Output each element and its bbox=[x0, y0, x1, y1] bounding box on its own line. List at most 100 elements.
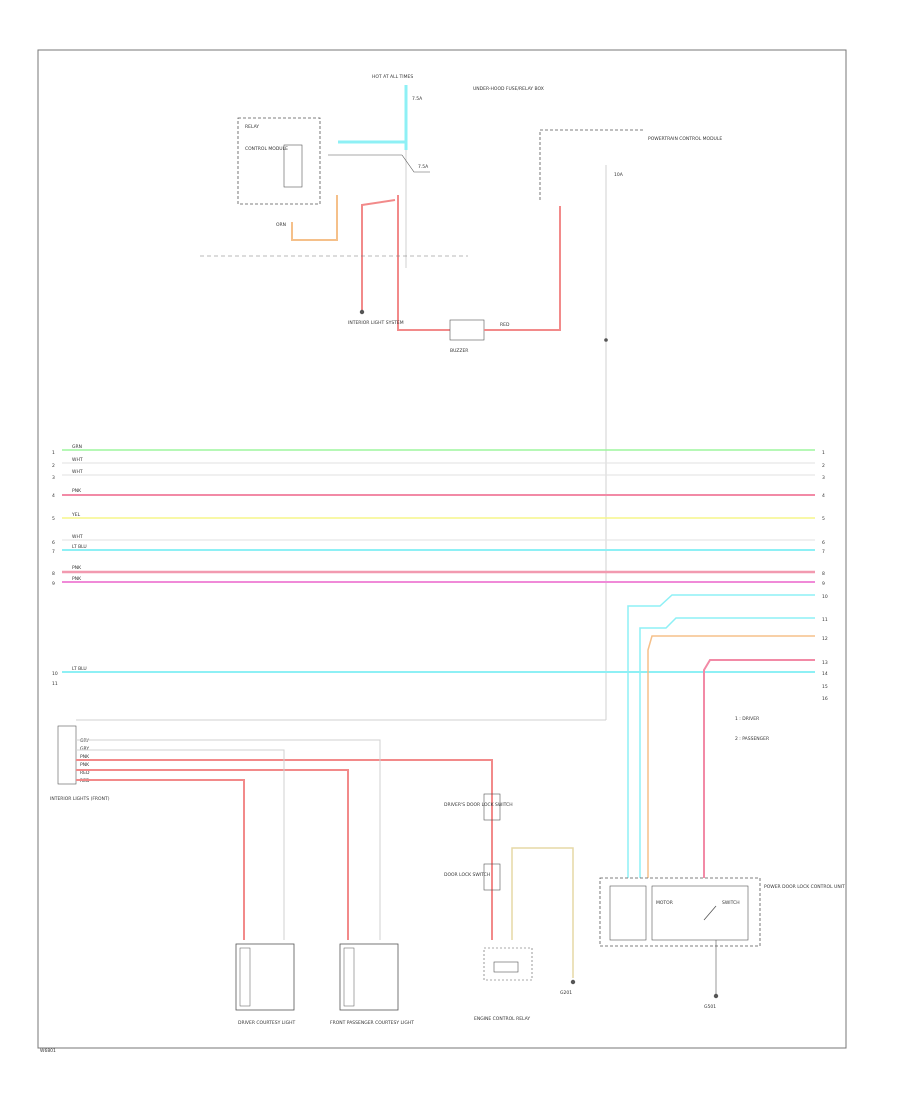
bus-right-number: 6 bbox=[822, 540, 825, 546]
mid-lamp-body bbox=[339, 943, 399, 1011]
contact-switch bbox=[401, 154, 430, 173]
module-right-inner-a bbox=[609, 885, 647, 941]
legend-1: 1 : DRIVER bbox=[735, 716, 759, 722]
bus-right-number: 14 bbox=[822, 671, 828, 677]
label-switch-mid: DOOR LOCK SWITCH bbox=[444, 872, 490, 878]
bus-left-number: 4 bbox=[52, 493, 55, 499]
bus-right-number: 10 bbox=[822, 594, 828, 600]
label-switch-top: DRIVER'S DOOR LOCK SWITCH bbox=[444, 802, 513, 808]
bus-label-cyan-1: LT BLU bbox=[72, 544, 87, 550]
switch-mid bbox=[483, 863, 501, 891]
label-mid-lamp: FRONT PASSENGER COURTESY LIGHT bbox=[330, 1020, 414, 1026]
ground-dot-right bbox=[713, 993, 719, 999]
connector-row-label: PNK bbox=[80, 762, 90, 768]
label-pcm: POWERTRAIN CONTROL MODULE bbox=[648, 136, 722, 142]
wire-cyan-branch-2 bbox=[639, 617, 815, 878]
wire-pink-branch bbox=[703, 659, 815, 878]
buzzer-body bbox=[449, 319, 485, 341]
diagram-frame bbox=[37, 49, 847, 1049]
bus-right-number: 13 bbox=[822, 660, 828, 666]
bus-right-number: 3 bbox=[822, 475, 825, 481]
label-top-fuse: HOT AT ALL TIMES bbox=[372, 74, 413, 80]
bus-label-green: GRN bbox=[72, 444, 82, 450]
wire-red-buzzer bbox=[397, 195, 450, 331]
connector-row-label: RED bbox=[80, 770, 90, 776]
bus-right-number: 12 bbox=[822, 636, 828, 642]
switch-top bbox=[483, 793, 501, 821]
label-relay-sub: CONTROL MODULE bbox=[245, 146, 288, 152]
module-right-inner-b bbox=[651, 885, 749, 941]
wire-tan bbox=[511, 847, 574, 978]
label-center-relay: ENGINE CONTROL RELAY bbox=[474, 1016, 530, 1022]
wire-gray-left-lamp bbox=[76, 749, 285, 940]
label-module-right: POWER DOOR LOCK CONTROL UNIT bbox=[764, 884, 845, 890]
bus-label-white-3: WHT bbox=[72, 534, 83, 540]
wire-orange-branch bbox=[647, 635, 815, 878]
label-buzzer: BUZZER bbox=[450, 348, 468, 354]
label-contact: 7.5A bbox=[418, 164, 429, 170]
bus-right-number: 5 bbox=[822, 516, 825, 522]
wire-red-relay bbox=[361, 199, 396, 220]
bus-label-pink-1: PNK bbox=[72, 488, 82, 494]
connector-row-label: PNK bbox=[80, 754, 90, 760]
legend-2: 2 : PASSENGER bbox=[735, 736, 769, 742]
wire-red-mid-lamp bbox=[76, 769, 349, 940]
label-module-a: MOTOR bbox=[656, 900, 673, 906]
bus-right-number: 9 bbox=[822, 581, 825, 587]
label-top-fuse-sub: 7.5A bbox=[412, 96, 423, 102]
bus-right-number: 16 bbox=[822, 696, 828, 702]
bus-label-pink-2: PNK bbox=[72, 565, 82, 571]
module-switch bbox=[703, 905, 717, 921]
bus-left-number: 7 bbox=[52, 549, 55, 555]
label-left-connector: INTERIOR LIGHTS (FRONT) bbox=[50, 796, 110, 802]
module-right-box bbox=[599, 877, 761, 947]
bus-left-number: 11 bbox=[52, 681, 58, 687]
bus-left-number: 9 bbox=[52, 581, 55, 587]
bus-right-number: 15 bbox=[822, 684, 828, 690]
pcm-box bbox=[539, 129, 645, 200]
wire-orange bbox=[291, 195, 338, 241]
bus-right-number: 8 bbox=[822, 571, 825, 577]
bus-left-number: 1 bbox=[52, 450, 55, 456]
wire-red-switch bbox=[76, 759, 493, 940]
bus-right-number: 7 bbox=[822, 549, 825, 555]
ground-dot-center bbox=[570, 979, 576, 985]
mid-lamp-inner bbox=[343, 947, 355, 1007]
wire-red-left-lamp bbox=[76, 779, 245, 940]
left-lamp-body bbox=[235, 943, 295, 1011]
label-module-b: SWITCH bbox=[722, 900, 740, 906]
bus-right-number: 4 bbox=[822, 493, 825, 499]
footer-id: W6801 bbox=[40, 1048, 56, 1054]
relay-switch bbox=[283, 144, 303, 188]
center-relay-box bbox=[483, 947, 533, 981]
bus-right-number: 1 bbox=[822, 450, 825, 456]
label-wire-orange: ORN bbox=[276, 222, 286, 228]
bus-label-white-2: WHT bbox=[72, 469, 83, 475]
bus-left-number: 8 bbox=[52, 571, 55, 577]
ground-dot-left bbox=[359, 309, 365, 315]
wire-cyan-branch-1 bbox=[627, 594, 815, 878]
label-ground-center: G201 bbox=[560, 990, 572, 996]
bus-right-number: 11 bbox=[822, 617, 828, 623]
bus-left-number: 10 bbox=[52, 671, 58, 677]
label-ground-left: INTERIOR LIGHT SYSTEM bbox=[348, 320, 404, 326]
bus-label-white-1: WHT bbox=[72, 457, 83, 463]
left-connector bbox=[57, 725, 77, 785]
label-relay: RELAY bbox=[245, 124, 259, 130]
pcm-dot bbox=[604, 338, 608, 342]
bus-left-number: 3 bbox=[52, 475, 55, 481]
bus-label-cyan-2: LT BLU bbox=[72, 666, 87, 672]
center-relay-coil bbox=[493, 961, 519, 973]
connector-row-label: GRY bbox=[80, 746, 89, 752]
bus-left-numbers: 1 2 3 4 5 6 7 8 9 10 11 bbox=[52, 450, 58, 687]
bus-left-number: 6 bbox=[52, 540, 55, 546]
bus-left-number: 2 bbox=[52, 463, 55, 469]
label-junction-block: UNDER-HOOD FUSE/RELAY BOX bbox=[473, 86, 544, 92]
label-pcm-fuse: 10A bbox=[614, 172, 624, 178]
wire-red-buzzer-out bbox=[484, 206, 561, 331]
relay-box bbox=[237, 117, 321, 205]
bus-left-number: 5 bbox=[52, 516, 55, 522]
label-left-lamp: DRIVER COURTESY LIGHT bbox=[238, 1020, 296, 1026]
left-lamp-inner bbox=[239, 947, 251, 1007]
